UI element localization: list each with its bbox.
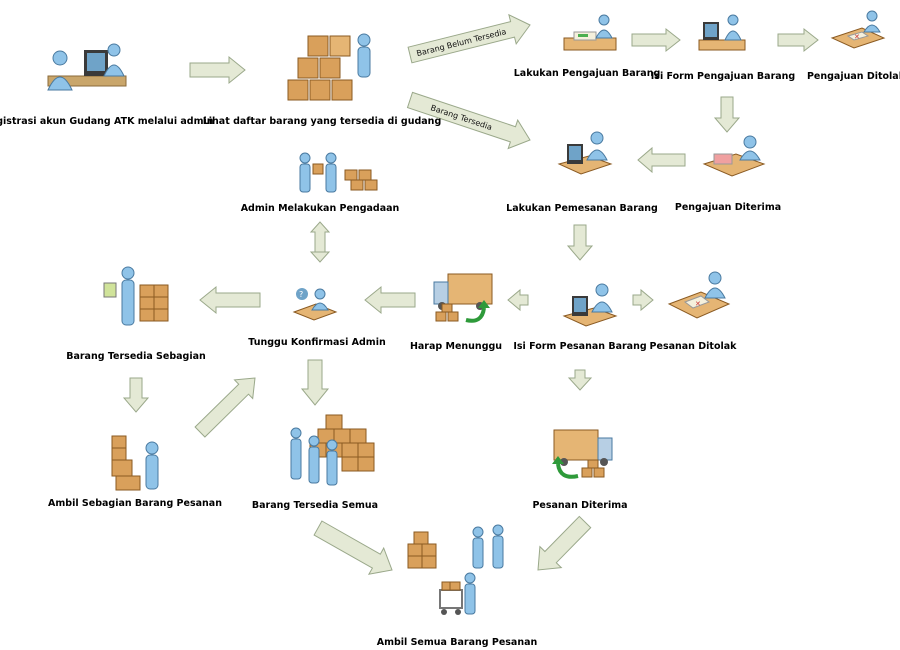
desk-worker-icon (560, 12, 620, 57)
delivery-truck-icon (430, 268, 500, 328)
svg-text:✕: ✕ (854, 33, 860, 41)
node-label-pemesanan: Lakukan Pemesanan Barang (506, 203, 658, 214)
arrow-form-pesanan-to-menunggu (507, 288, 529, 312)
node-label-ambil-semua: Ambil Semua Barang Pesanan (376, 637, 538, 648)
node-label-ambil-sebagian: Ambil Sebagian Barang Pesanan (48, 498, 222, 509)
svg-text:✕: ✕ (695, 300, 701, 308)
order-received-truck-icon (548, 422, 618, 487)
node-label-tersedia-sebagian: Barang Tersedia Sebagian (66, 351, 206, 362)
partial-stock-icon (100, 265, 180, 335)
arrow-sebagian-to-ambil (122, 377, 150, 413)
arrow-konfirmasi-to-semua (300, 359, 330, 406)
node-label-tersedia-semua: Barang Tersedia Semua (251, 500, 379, 511)
node-label-isi-form-pengajuan: Isi Form Pengajuan Barang (650, 71, 796, 82)
partial-pickup-icon (108, 432, 168, 494)
arrow-ambil-sebagian-to-konfirmasi (194, 377, 256, 438)
node-label-pesanan-ditolak: Pesanan Ditolak (649, 341, 737, 352)
arrow-form-to-ditolak (777, 27, 819, 53)
form-pesanan-icon (560, 282, 620, 332)
arrow-diterima-to-pemesanan (637, 146, 686, 174)
arrow-pengajuan-to-form (631, 27, 681, 53)
arrow-konfirmasi-to-pengadaan (309, 221, 331, 253)
node-label-pengajuan: Lakukan Pengajuan Barang (513, 68, 661, 79)
arrow-konfirmasi-to-sebagian (199, 285, 261, 315)
arrow-belum-tersedia: Barang Belum Tersedia (407, 13, 531, 64)
pickup-all-icon (402, 520, 512, 620)
waiting-confirmation-icon: ? (290, 286, 340, 326)
arrow-semua-to-ambil-semua (313, 520, 393, 575)
arrow-registrasi-to-lihat (189, 55, 246, 85)
full-stock-icon (282, 405, 382, 490)
order-computer-icon (555, 130, 615, 180)
registration-icon (40, 40, 130, 100)
arrow-diterima-to-ambil-semua (537, 515, 592, 571)
node-label-pesanan-diterima: Pesanan Diterima (532, 500, 628, 511)
node-label-diterima: Pengajuan Diterima (674, 202, 782, 213)
boxes-stack-icon (280, 22, 380, 112)
accepted-desk-icon (700, 132, 770, 182)
node-label-pengadaan: Admin Melakukan Pengadaan (240, 203, 400, 214)
rejected-desk-icon: ✕ (828, 8, 888, 53)
procurement-icon (295, 150, 385, 198)
arrow-form-pesanan-to-ditolak (632, 288, 654, 312)
node-label-tunggu-konfirmasi: Tunggu Konfirmasi Admin (248, 337, 386, 348)
arrow-form-to-diterima (713, 96, 741, 133)
node-label-harap-menunggu: Harap Menunggu (409, 341, 503, 352)
computer-form-icon (695, 12, 750, 57)
node-label-registrasi: Registrasi akun Gudang ATK melalui admin (0, 116, 214, 127)
order-rejected-icon: ✕ (665, 268, 735, 323)
arrow-menunggu-to-konfirmasi (364, 285, 416, 315)
arrow-form-pesanan-to-diterima (567, 369, 593, 391)
node-label-lihat: Lihat daftar barang yang tersedia di gud… (202, 116, 442, 127)
node-label-isi-form-pesanan: Isi Form Pesanan Barang (513, 341, 647, 352)
arrow-pemesanan-to-form-pesanan (566, 224, 594, 261)
node-label-ditolak: Pengajuan Ditolak (806, 71, 900, 82)
svg-text:?: ? (299, 290, 303, 299)
